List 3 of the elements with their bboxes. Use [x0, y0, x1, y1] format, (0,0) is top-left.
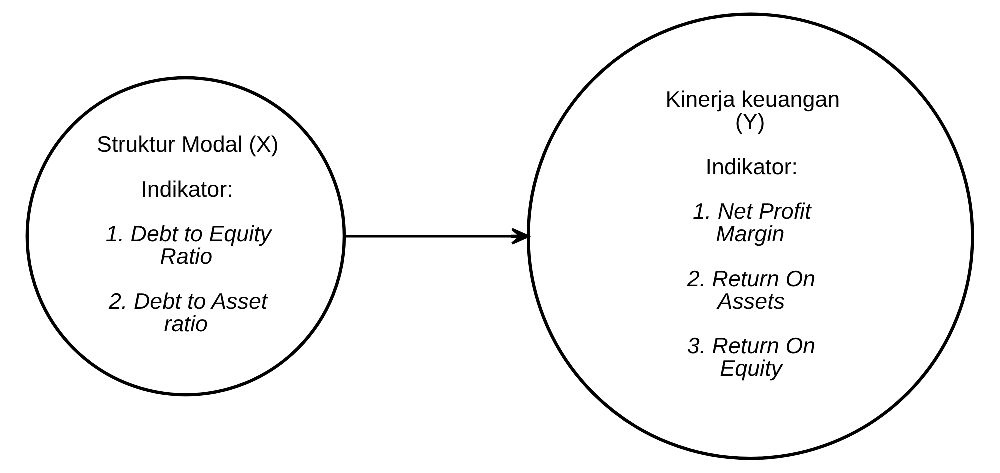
arrow: [344, 228, 530, 245]
node-circle: Kinerja keuangan (Y) Indikator: 1. Net Profit Margin 2. Return On Assets 3. Return On Equity: [526, 12, 974, 460]
node-circle: Struktur Modal (X) Indikator: 1. Debt to Equity Ratio 2. Debt to Asset ratio: [26, 76, 346, 397]
